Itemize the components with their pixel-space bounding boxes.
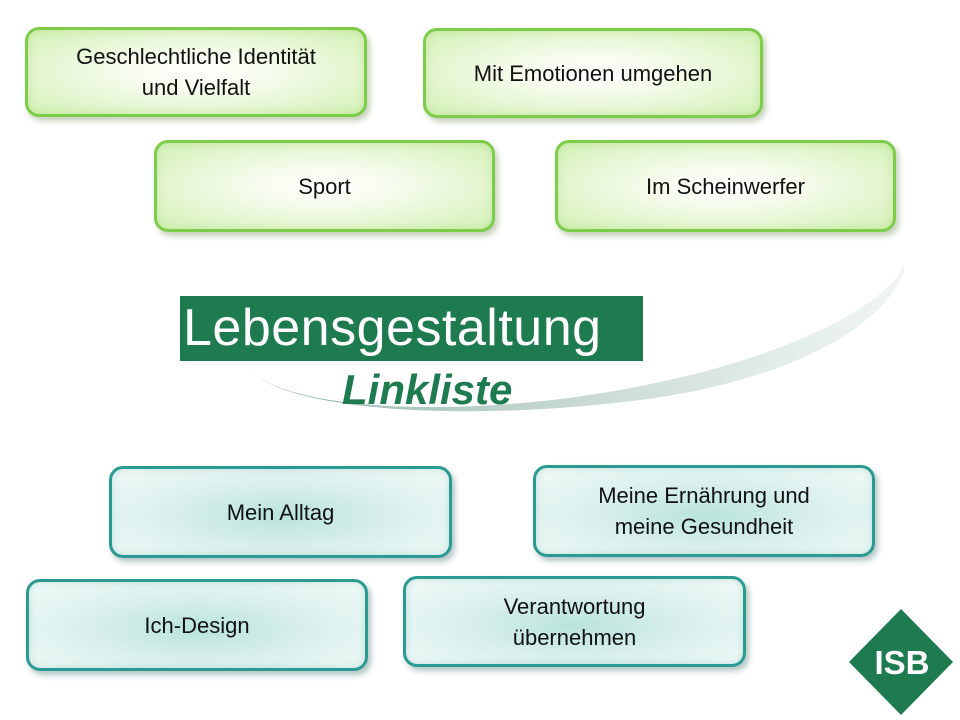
link-card-ich-design[interactable]: Ich-Design <box>26 579 368 671</box>
link-card-verantwortung[interactable]: Verantwortung übernehmen <box>403 576 746 667</box>
page-title: Lebensgestaltung <box>180 296 643 361</box>
isb-logo-text: ISB <box>874 644 929 681</box>
link-card-scheinwerfer[interactable]: Im Scheinwerfer <box>555 140 896 232</box>
link-card-label: Im Scheinwerfer <box>646 173 805 199</box>
swoosh-decoration <box>248 264 904 412</box>
link-card-ernaehrung[interactable]: Meine Ernährung und meine Gesundheit <box>533 465 875 557</box>
link-card-label: Mein Alltag <box>226 499 335 525</box>
link-card-label: Geschlechtliche Identität und Vielfalt <box>76 44 316 100</box>
link-card-label: Sport <box>298 173 351 199</box>
link-card-emotionen[interactable]: Mit Emotionen umgehen <box>423 28 763 118</box>
isb-logo: ISB <box>849 609 953 715</box>
page-subtitle: Linkliste <box>342 366 513 413</box>
link-card-label: Mit Emotionen umgehen <box>473 60 713 86</box>
link-card-label: Meine Ernährung und meine Gesundheit <box>598 483 810 539</box>
link-card-mein-alltag[interactable]: Mein Alltag <box>109 466 452 558</box>
link-card-label: Verantwortung übernehmen <box>503 593 646 650</box>
link-card-geschlechtliche-identitaet[interactable]: Geschlechtliche Identität und Vielfalt <box>25 27 367 117</box>
link-card-sport[interactable]: Sport <box>154 140 495 232</box>
link-card-label: Ich-Design <box>144 612 250 638</box>
